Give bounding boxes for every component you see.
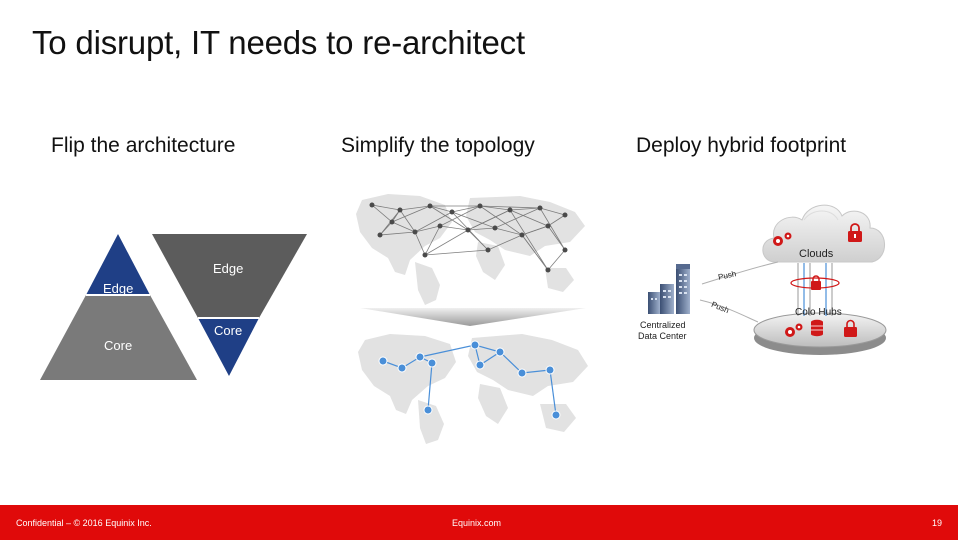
- left-core-trapezoid: [40, 295, 197, 380]
- topology-mesh: [371, 204, 566, 271]
- simplified-topology-nodes: [378, 340, 561, 420]
- footer-page-number: 19: [932, 518, 943, 528]
- slide-title: To disrupt, IT needs to re-architect: [32, 24, 525, 61]
- lock-icon: [811, 275, 821, 290]
- data-center-label-line2: Data Center: [638, 331, 687, 341]
- right-core-label: Core: [214, 323, 243, 338]
- right-edge-label: Edge: [213, 261, 244, 276]
- push-arrow-top: [701, 261, 779, 285]
- left-core-label: Core: [104, 338, 133, 353]
- heading-deploy-hybrid: Deploy hybrid footprint: [636, 134, 847, 157]
- footer-confidential: Confidential – © 2016 Equinix Inc.: [16, 518, 152, 528]
- cloud-icon: [762, 204, 885, 263]
- building-icon: [648, 264, 690, 314]
- cloud-hub-links: [797, 263, 833, 316]
- data-center-label-line1: Centralized: [640, 320, 686, 330]
- world-map-icon: [356, 194, 585, 305]
- footer-site-link[interactable]: Equinix.com: [452, 518, 502, 528]
- push-arrow-bottom: [699, 299, 759, 323]
- right-core-triangle: [198, 318, 259, 376]
- footer-bar: [0, 505, 958, 540]
- lock-icon: [844, 319, 857, 337]
- left-edge-label: Edge: [103, 281, 134, 296]
- topology-mesh-nodes: [369, 202, 568, 273]
- transition-arrow: [360, 308, 586, 326]
- database-icon: [811, 319, 823, 337]
- right-edge-trapezoid: [152, 234, 307, 318]
- heading-simplify-topology: Simplify the topology: [341, 134, 535, 157]
- gear-icon: [785, 323, 803, 337]
- lock-icon: [848, 223, 862, 242]
- heading-flip-architecture: Flip the architecture: [51, 134, 236, 157]
- left-edge-triangle: [86, 234, 150, 295]
- gear-icon: [773, 232, 792, 246]
- clouds-label: Clouds: [799, 248, 834, 260]
- colo-hubs-label: Colo Hubs: [795, 307, 842, 318]
